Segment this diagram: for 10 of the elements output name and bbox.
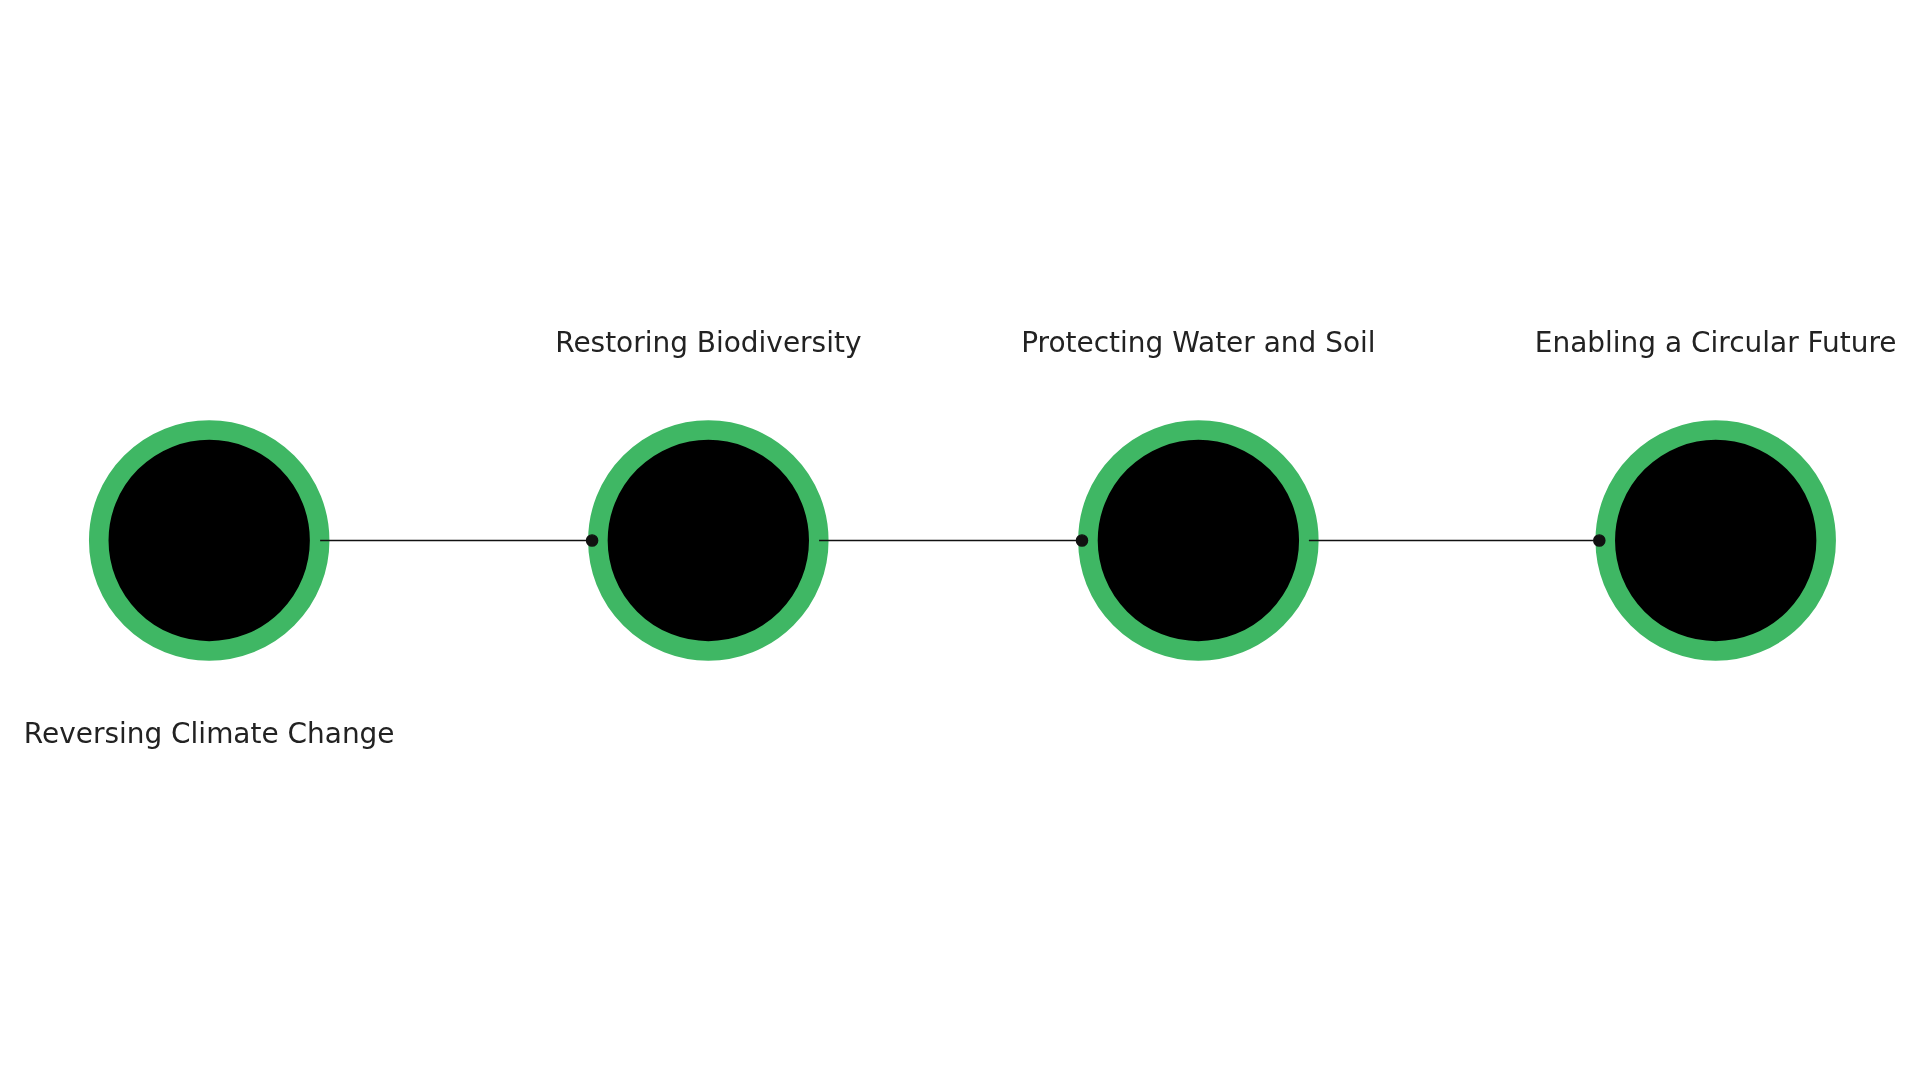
node-label: Enabling a Circular Future: [1534, 325, 1897, 359]
node-circle: [588, 419, 829, 661]
node-label: Restoring Biodiversity: [555, 325, 862, 359]
node-label: Protecting Water and Soil: [1021, 325, 1376, 359]
node-circle: [1078, 419, 1319, 661]
connector: [319, 533, 599, 547]
node-label: Reversing Climate Change: [23, 716, 395, 750]
node-circle: [88, 419, 330, 661]
connector: [1308, 533, 1606, 547]
connector: [818, 533, 1089, 547]
